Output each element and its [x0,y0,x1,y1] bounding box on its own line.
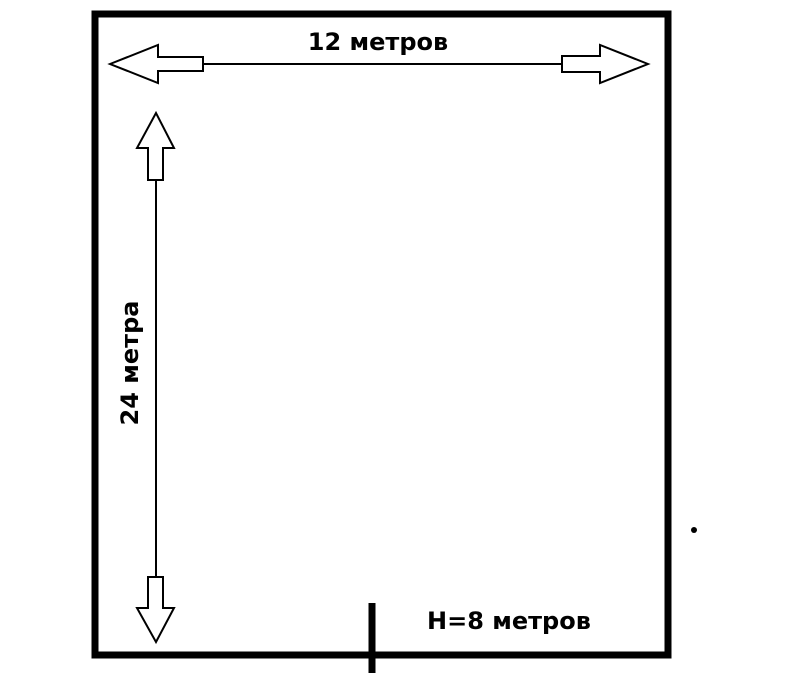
length-dimension: 24 метра [116,110,176,645]
width-label: 12 метров [308,28,448,56]
down-arrow-icon [135,576,176,645]
height-label: H=8 метров [427,607,591,635]
dot-mark [691,527,697,533]
left-arrow-icon [107,43,204,85]
room-outline [91,10,672,659]
right-arrow-icon [561,43,651,85]
up-arrow-icon [135,110,176,181]
length-label: 24 метра [116,301,144,426]
width-dimension: 12 метров [107,28,651,85]
